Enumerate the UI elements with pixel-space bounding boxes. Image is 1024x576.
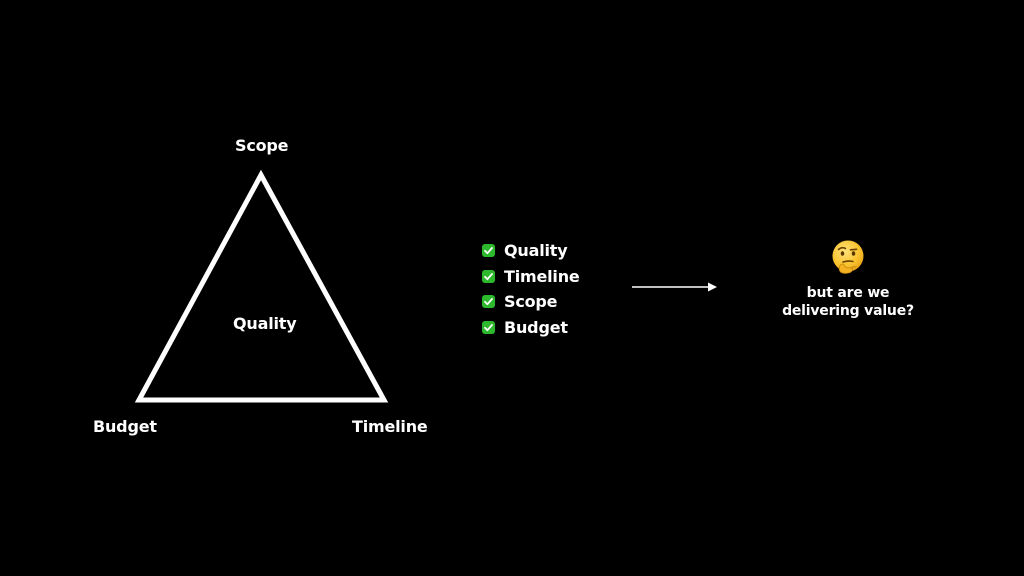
value-question-line-1: but are we — [806, 285, 890, 301]
triangle-outline — [134, 169, 389, 403]
checkmark-icon — [482, 269, 495, 283]
checklist-item-timeline: Timeline — [482, 264, 580, 290]
triangle-top-label: Scope — [235, 136, 289, 155]
checklist-item-label: Timeline — [504, 266, 580, 286]
checklist-item-scope: Scope — [482, 289, 580, 315]
checklist-item-label: Scope — [504, 292, 558, 312]
checkmark-icon — [482, 244, 495, 258]
value-question-line-2: delivering value? — [782, 303, 914, 319]
triangle-center-label: Quality — [233, 314, 297, 333]
checklist-item-budget: Budget — [482, 315, 580, 341]
value-question: but are we delivering value? — [762, 284, 934, 320]
checklist-item-label: Quality — [504, 241, 568, 261]
checklist-item-quality: Quality — [482, 238, 580, 264]
thinking-face-icon — [832, 240, 864, 274]
right-arrow-icon — [632, 282, 717, 292]
checklist: Quality Timeline Scope Budget — [482, 238, 580, 340]
checkmark-icon — [482, 320, 495, 334]
checkmark-icon — [482, 295, 495, 309]
triangle-left-label: Budget — [93, 417, 157, 436]
triangle-right-label: Timeline — [352, 417, 428, 436]
checklist-item-label: Budget — [504, 317, 568, 337]
